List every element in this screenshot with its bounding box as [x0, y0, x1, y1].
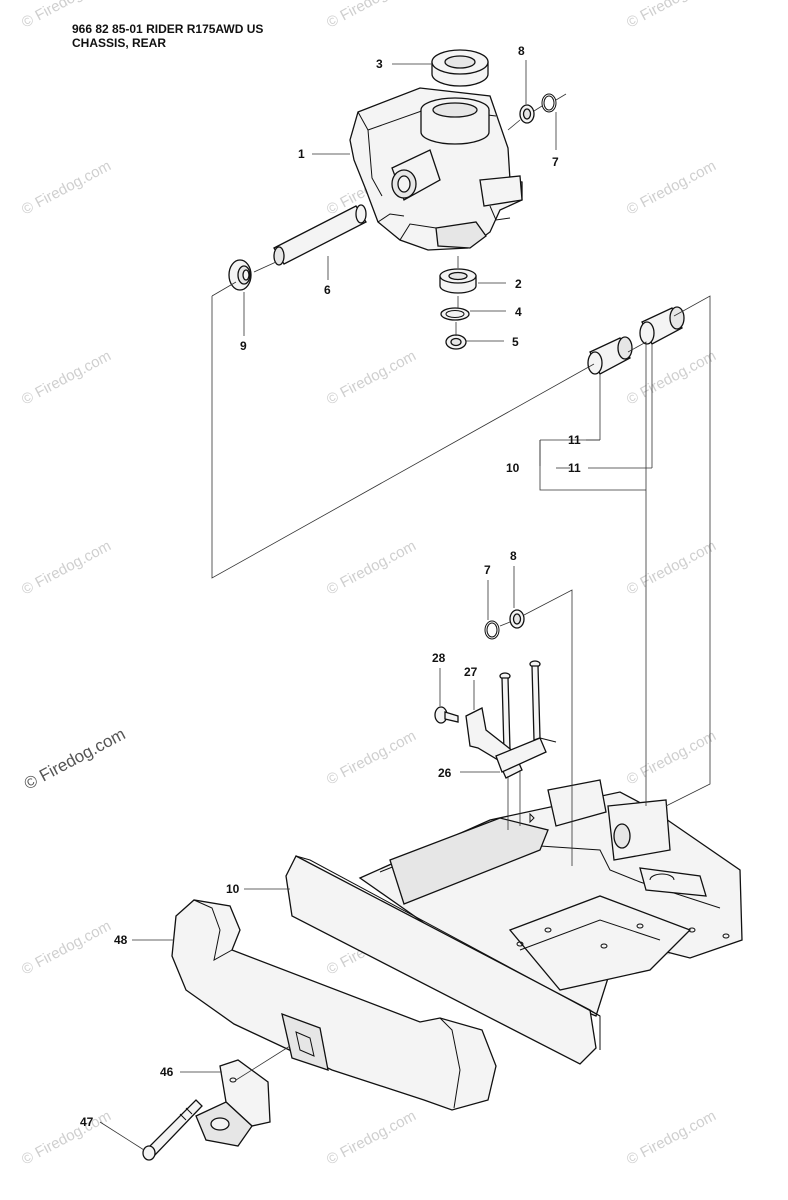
bearing-part [439, 268, 477, 294]
callout-7: 7 [552, 155, 559, 169]
assembly-lines [211, 93, 711, 1081]
hitch-bolt-part [142, 1099, 203, 1161]
watermark: © Firedog.com [19, 0, 114, 32]
watermark: © Firedog.com [324, 0, 419, 32]
diagram-subtitle: CHASSIS, REAR [72, 36, 167, 50]
watermark: © Firedog.com [19, 1107, 114, 1168]
diagram-title: 966 82 85-01 RIDER R175AWD US [72, 22, 264, 36]
callout-6: 6 [324, 283, 331, 297]
callout-28: 28 [432, 651, 446, 665]
bracket-part [465, 707, 557, 779]
callout-3: 3 [376, 57, 383, 71]
watermark: © Firedog.com [21, 724, 129, 793]
callout-9: 9 [240, 339, 247, 353]
callout-4: 4 [515, 305, 522, 319]
watermark: © Firedog.com [624, 1107, 719, 1168]
callout-7: 7 [484, 563, 491, 577]
watermark: © Firedog.com [624, 727, 719, 788]
screw-part [434, 706, 459, 724]
watermark: © Firedog.com [19, 347, 114, 408]
watermark: © Firedog.com [19, 917, 114, 978]
callout-11: 11 [568, 433, 581, 447]
bumper-part [171, 899, 497, 1111]
hitch-bracket-part [195, 1059, 271, 1147]
watermark: © Firedog.com [324, 727, 419, 788]
washer-part [445, 334, 467, 350]
bolt-part [499, 660, 541, 753]
watermark: © Firedog.com [624, 537, 719, 598]
callout-10: 10 [506, 461, 520, 475]
watermark: © Firedog.com [624, 157, 719, 218]
callout-8: 8 [510, 549, 517, 563]
watermark: © Firedog.com [19, 537, 114, 598]
callout-leaders [99, 60, 653, 1151]
watermark: © Firedog.com [324, 347, 419, 408]
spacer-part [639, 306, 685, 345]
callout-27: 27 [464, 665, 478, 679]
watermark: © Firedog.com [624, 0, 719, 32]
seal-ring-part [431, 49, 489, 87]
snap-ring-part [440, 307, 470, 321]
callout-2: 2 [515, 277, 522, 291]
axle-housing-part [349, 87, 523, 251]
callout-11: 11 [568, 461, 581, 475]
callout-26: 26 [438, 766, 452, 780]
watermark: © Firedog.com [324, 537, 419, 598]
callout-5: 5 [512, 335, 519, 349]
callout-1: 1 [298, 147, 305, 161]
callout-46: 46 [160, 1065, 174, 1079]
callouts: 3 1 8 7 2 4 5 6 9 11 10 11 7 8 28 27 26 … [80, 44, 581, 1129]
callout-47: 47 [80, 1115, 94, 1129]
watermark: © Firedog.com [324, 1107, 419, 1168]
callout-10: 10 [226, 882, 240, 896]
shaft-part [273, 204, 367, 266]
ring-upper-part [519, 93, 557, 124]
callout-48: 48 [114, 933, 128, 947]
callout-8: 8 [518, 44, 525, 58]
spacer-part [587, 336, 633, 375]
watermark: © Firedog.com [624, 347, 719, 408]
chassis-frame-part [358, 779, 743, 1017]
bushing-part [228, 259, 252, 291]
ring-lower-part [484, 609, 525, 640]
watermark: © Firedog.com [19, 157, 114, 218]
rear-plate-part [285, 855, 601, 1065]
